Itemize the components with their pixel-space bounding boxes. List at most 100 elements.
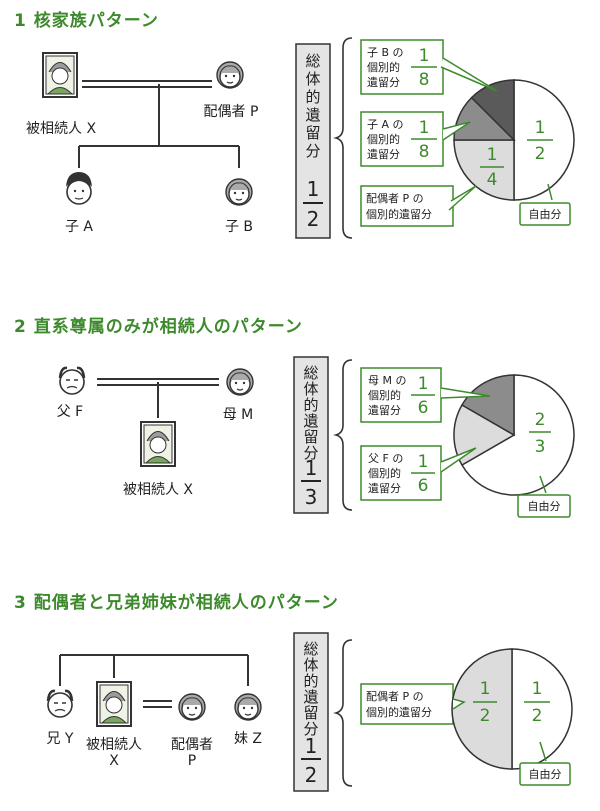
sister-z-icon: [234, 693, 262, 721]
callout-spouse-p-line-2: 個別的遺留分: [366, 207, 432, 221]
svg-text:的: 的: [305, 88, 320, 106]
total-reserve-box-3: [293, 632, 329, 792]
total-label-2: 総 体 的 遺 留 分: [303, 364, 318, 462]
decedent-x-portrait: [42, 52, 78, 98]
svg-text:留: 留: [303, 428, 318, 446]
callout-mother-m-num: 1: [418, 374, 429, 394]
brace-2: [333, 359, 353, 511]
pie3-slice-spouse-p: [451, 648, 513, 770]
svg-text:分: 分: [303, 720, 318, 738]
callout-child-b-line-2: 個別的: [367, 60, 400, 74]
pie3-spouse-num: 1: [480, 679, 491, 699]
svg-text:総: 総: [303, 640, 318, 658]
callout-child-b-den: 8: [419, 70, 430, 90]
decedent-x-portrait-2: [140, 421, 176, 467]
callout-box-spouse-p: [360, 185, 454, 227]
callout-child-b-line-1: 子 B の: [367, 46, 404, 59]
svg-text:体: 体: [305, 70, 320, 88]
svg-text:分: 分: [305, 142, 320, 160]
total-reserve-box-2: [293, 356, 329, 514]
total-denominator-1: 2: [307, 207, 320, 231]
pie1-spouse-den: 4: [487, 170, 498, 190]
callout-child-a-line-1: 子 A の: [367, 118, 404, 131]
label-child-a: 子 A: [64, 219, 94, 235]
callout-father-f-line-1: 父 F の: [368, 452, 403, 465]
pointer-spouse-p-3: [452, 698, 466, 710]
callout-spouse-p3-line-2: 個別的遺留分: [366, 705, 432, 719]
label-child-b: 子 B: [224, 219, 254, 235]
callout-child-b-num: 1: [419, 46, 430, 66]
svg-text:留: 留: [305, 124, 320, 142]
total-numerator-1: 1: [307, 177, 320, 201]
callout-child-a-line-3: 遺留分: [367, 147, 400, 161]
callout-child-a-line-2: 個別的: [367, 132, 400, 146]
pie-chart-1: [453, 79, 575, 201]
callout-mother-m-line-2: 個別的: [368, 388, 401, 402]
brace-1: [333, 37, 353, 239]
svg-text:遺: 遺: [305, 106, 320, 124]
callout-father-f-num: 1: [418, 452, 429, 472]
svg-text:遺: 遺: [303, 412, 318, 430]
callout-box-spouse-p-3: [360, 683, 454, 725]
pie3-free-den: 2: [532, 706, 543, 726]
pie2-slice-father-f: [453, 403, 516, 467]
free-box-2: [517, 494, 571, 518]
father-f-icon: [58, 366, 86, 396]
callout-mother-m-line-1: 母 M の: [368, 374, 406, 387]
total-reserve-box-1: [295, 43, 331, 239]
pie3-spouse-den: 2: [480, 706, 491, 726]
section-2-title: 2 直系尊属のみが相続人のパターン: [14, 317, 303, 337]
pie-chart-2: [453, 374, 575, 496]
mother-m-icon: [226, 368, 254, 396]
pie-chart-3: [451, 648, 573, 770]
child-b-icon: [225, 178, 253, 206]
callout-child-a-num: 1: [419, 118, 430, 138]
label-brother-y: 兄 Y: [46, 731, 74, 747]
svg-text:体: 体: [303, 656, 318, 674]
svg-text:遺: 遺: [303, 688, 318, 706]
pointer-spouse-p: [448, 185, 477, 211]
pie1-free-den: 2: [535, 144, 546, 164]
label-sister-z: 妹 Z: [233, 731, 263, 747]
callout-spouse-p3-line-1: 配偶者 P の: [366, 690, 424, 703]
label-mother-m: 母 M: [222, 407, 254, 423]
pie2-slice-free: [460, 374, 575, 496]
pointer-child-b: [440, 57, 498, 92]
decedent-x-portrait-3: [96, 681, 132, 727]
svg-text:留: 留: [303, 704, 318, 722]
total-numerator-3: 1: [305, 734, 318, 758]
callout-mother-m-line-3: 遺留分: [368, 403, 401, 417]
callout-father-f-line-2: 個別的: [368, 466, 401, 480]
pie1-spouse-num: 1: [487, 145, 498, 165]
free-label-2: 自由分: [528, 499, 561, 513]
svg-text:的: 的: [303, 396, 318, 414]
total-label-3: 総 体 的 遺 留 分: [303, 640, 318, 738]
pointer-child-a: [442, 121, 471, 141]
family-tree-1: [78, 80, 240, 168]
pie2-slice-mother-m: [460, 374, 515, 437]
callout-father-f-line-3: 遺留分: [368, 481, 401, 495]
free-box-1: [519, 202, 571, 226]
pie1-slice-spouse-p: [453, 139, 515, 201]
callout-mother-m-den: 6: [418, 398, 429, 418]
label-father-f: 父 F: [56, 404, 84, 420]
pie2-free-num: 2: [535, 410, 546, 430]
brother-y-icon: [46, 689, 74, 719]
brace-3: [333, 639, 353, 787]
total-label-1: 総 体 的 遺 留 分: [305, 52, 320, 160]
callout-father-f-den: 6: [418, 476, 429, 496]
family-tree-2: [97, 378, 219, 418]
child-a-icon: [65, 171, 93, 205]
section-3-title: 3 配偶者と兄弟姉妹が相続人のパターン: [14, 593, 339, 613]
total-denominator-3: 2: [305, 763, 318, 787]
pie2-free-den: 3: [535, 437, 546, 457]
spouse-p-icon-3: [178, 693, 206, 721]
callout-child-a-den: 8: [419, 142, 430, 162]
spouse-p-icon: [216, 61, 244, 89]
label-decedent-x-2: 被相続人 X: [122, 482, 194, 498]
pie1-free-num: 1: [535, 118, 546, 138]
label-decedent-3: 被相続人: [86, 737, 142, 753]
free-box-3: [519, 762, 571, 786]
